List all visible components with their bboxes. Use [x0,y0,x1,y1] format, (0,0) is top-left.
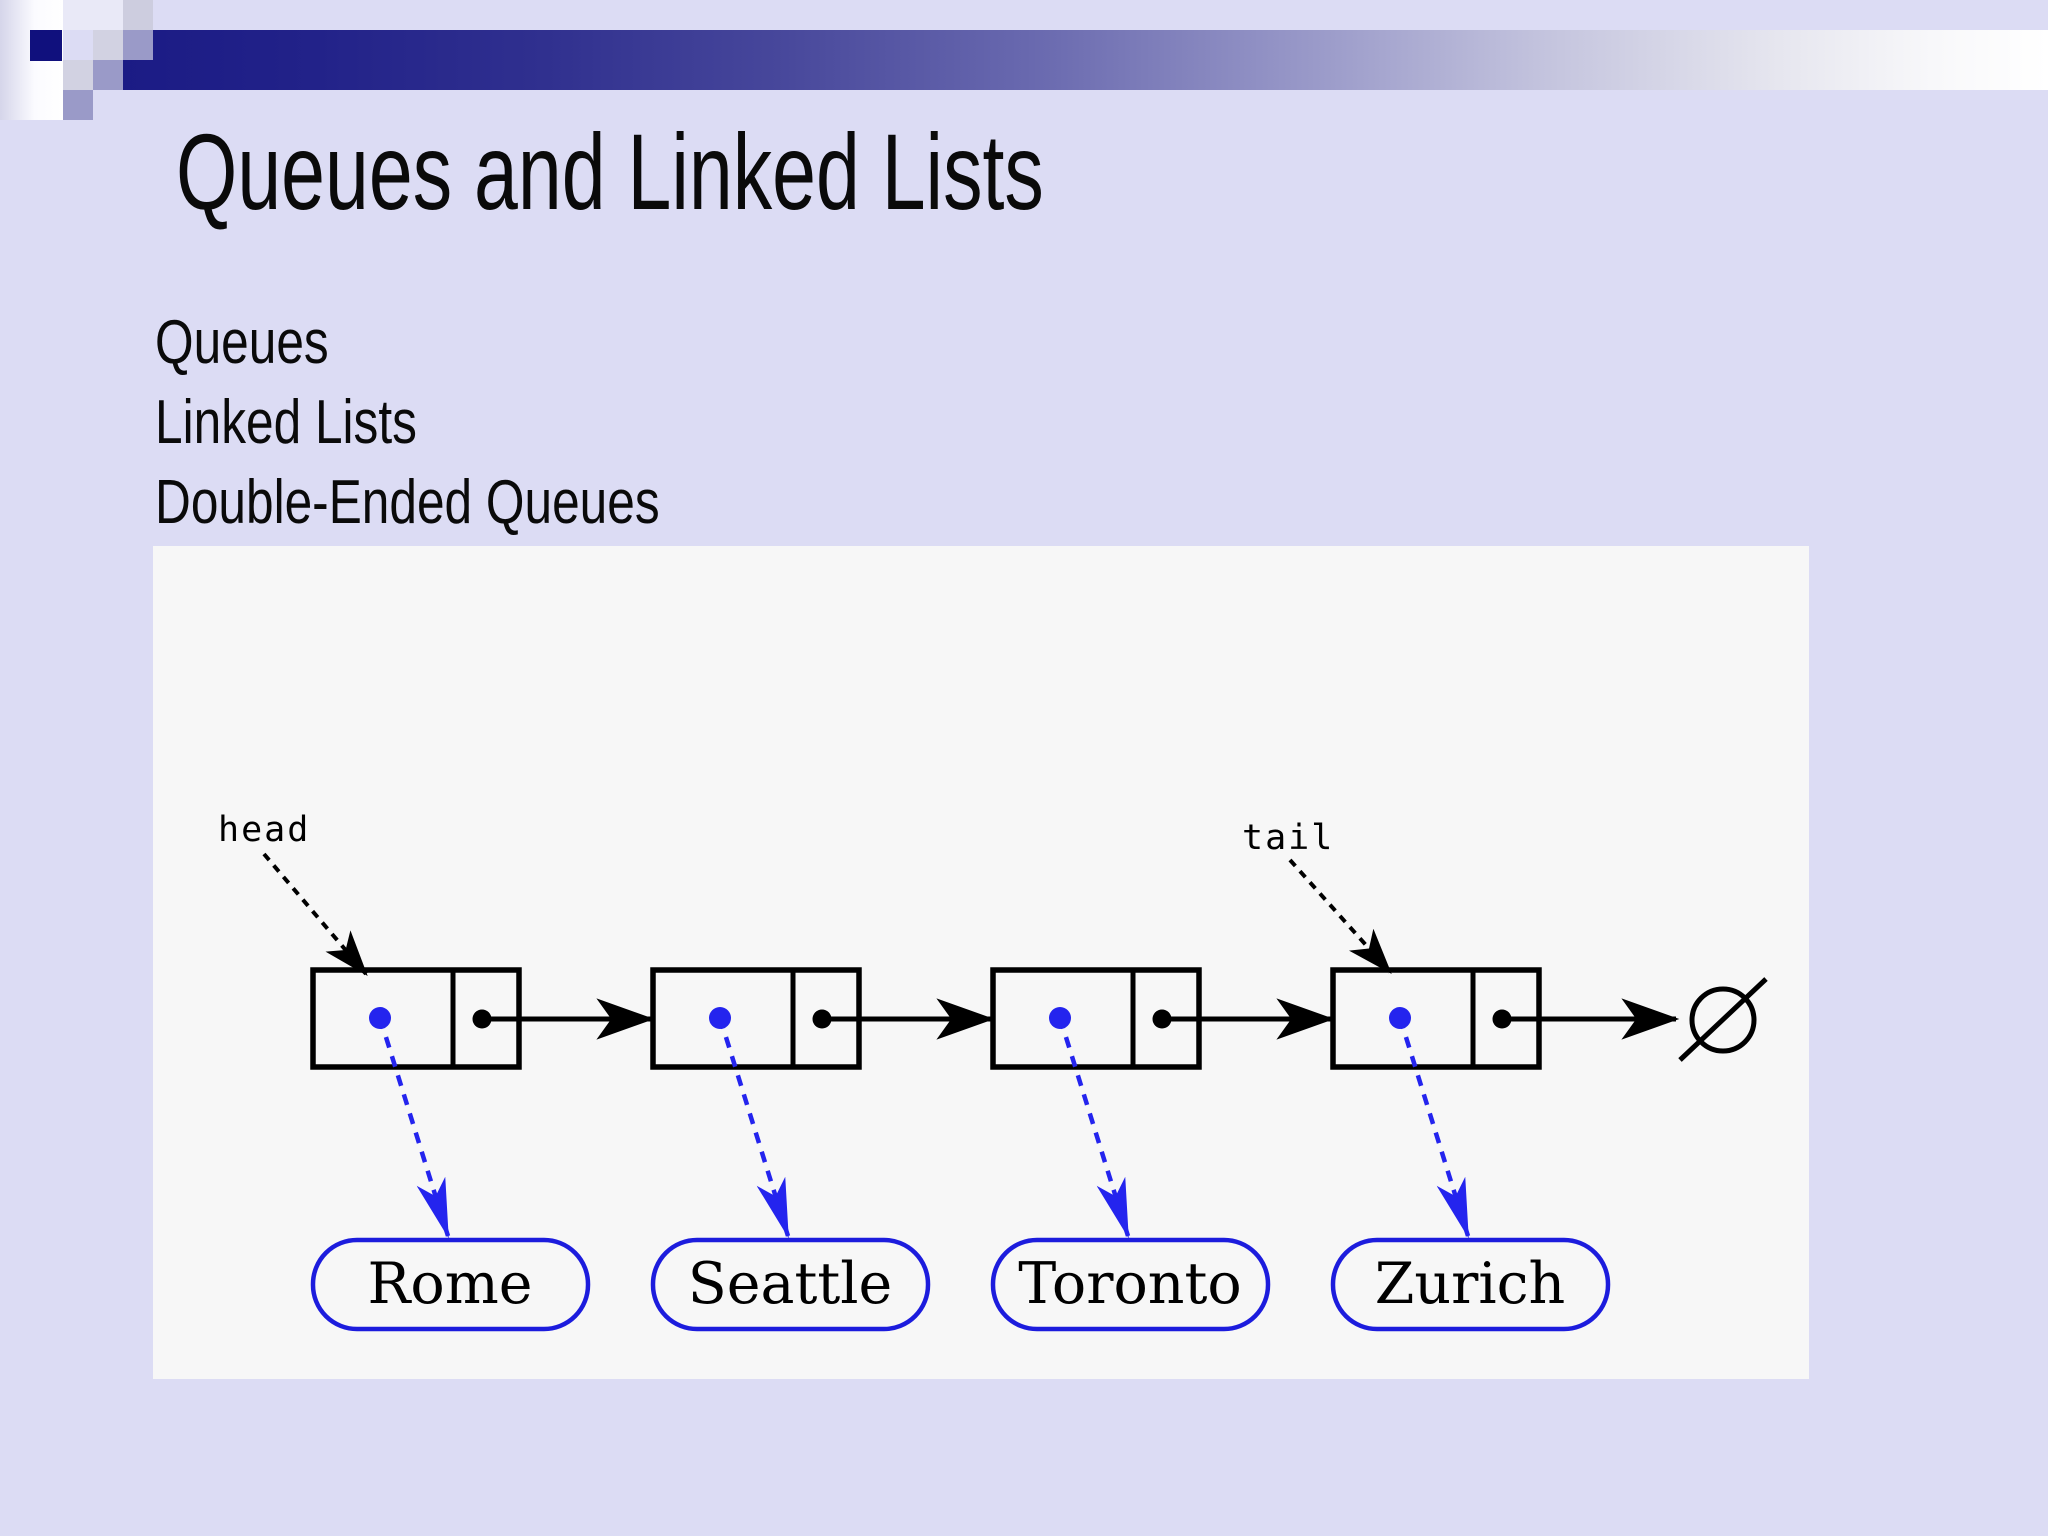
tail-arrow [1288,858,1392,974]
mosaic-square-navy [30,30,62,61]
element-pointer-arrow [377,1017,451,1239]
city-bubble [310,1237,591,1332]
city-label: Zurich [1375,1251,1565,1317]
city-bubble [1330,1237,1611,1332]
city-label: Seattle [688,1251,893,1317]
mosaic-square [123,30,153,60]
mosaic-square [93,60,123,90]
city-label: Rome [367,1251,532,1317]
head-label: head [218,810,310,850]
head-arrow [262,852,368,977]
page-title: Queues and Linked Lists [176,118,1365,226]
element-pointer-arrow [717,1017,791,1239]
mosaic-square [63,90,93,120]
mosaic-square [63,60,93,90]
null-symbol [1678,977,1768,1062]
tail-label: tail [1242,818,1334,858]
element-pointer-arrow [1397,1017,1471,1239]
bullet-item: Linked Lists [155,388,417,457]
mosaic-square [63,0,123,30]
header-gradient-bar [123,30,2048,90]
bullet-item: Queues [155,308,329,377]
mosaic-square [93,30,123,60]
page-title-text: Queues and Linked Lists [176,111,1044,232]
mosaic-square [123,0,153,30]
city-bubble [650,1237,931,1332]
city-bubble [990,1237,1271,1332]
element-pointer-arrow [1057,1017,1131,1239]
city-label: Toronto [1018,1251,1241,1317]
bullet-list: Queues Linked Lists Double-Ended Queues [155,303,786,543]
bullet-item: Double-Ended Queues [155,468,660,537]
